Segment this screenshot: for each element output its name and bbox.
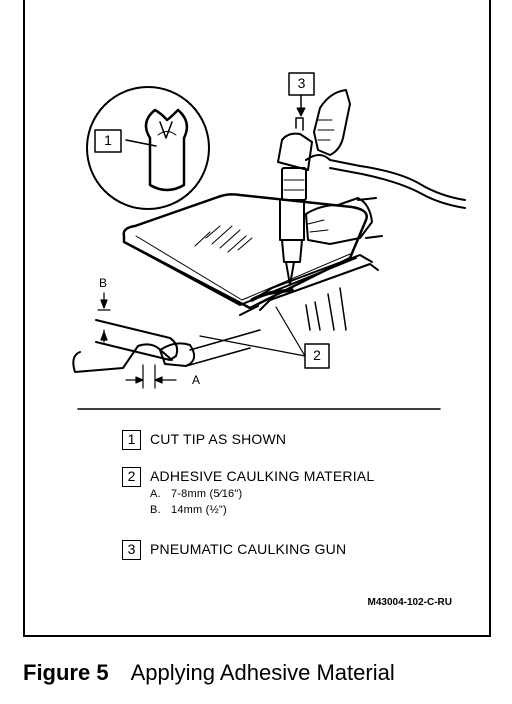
dimension-b-label: B — [99, 276, 108, 290]
callout-3-number: 3 — [297, 75, 306, 91]
reference-code: M43004-102-C-RU — [367, 597, 452, 608]
dimension-a-label: A — [192, 373, 201, 387]
legend-sub-key: B. — [150, 504, 161, 516]
nozzle-tip-detail — [86, 86, 210, 210]
legend-number-box: 1 — [122, 430, 141, 450]
figure-number: Figure 5 — [23, 660, 109, 685]
legend-item-1: 1 CUT TIP AS SHOWN — [122, 430, 286, 450]
callout-2-leader — [199, 306, 330, 369]
bead-cross-section — [72, 319, 261, 373]
upper-hand — [313, 89, 351, 156]
callout-1-number: 1 — [104, 132, 112, 148]
lower-hand — [305, 197, 383, 245]
callout-2-number: 2 — [313, 347, 321, 363]
dimension-a — [125, 364, 177, 389]
legend-sub-value: 14mm (½") — [171, 504, 227, 516]
windshield-glass — [122, 193, 368, 310]
figure-frame — [23, 0, 491, 637]
caulking-gun — [277, 117, 466, 286]
dimension-b — [97, 292, 111, 343]
figure-title: Applying Adhesive Material — [130, 660, 395, 685]
figure-caption: Figure 5 Applying Adhesive Material — [23, 660, 395, 686]
legend-item-2: 2 ADHESIVE CAULKING MATERIAL A. 7-8mm (5⁄… — [122, 467, 374, 518]
adhesive-bead — [250, 288, 294, 302]
legend-number-box: 3 — [122, 540, 141, 560]
legend-sub-list: A. 7-8mm (5⁄16") B. 14mm (½") — [150, 486, 374, 518]
legend-sub-value: 7-8mm (5⁄16") — [171, 488, 243, 500]
legend-label: CUT TIP AS SHOWN — [150, 431, 287, 447]
legend-sub-item-a: A. 7-8mm (5⁄16") — [150, 486, 374, 502]
legend-label-block: ADHESIVE CAULKING MATERIAL A. 7-8mm (5⁄16… — [150, 467, 374, 518]
callout-1-box — [94, 129, 122, 153]
legend-label: PNEUMATIC CAULKING GUN — [150, 541, 347, 557]
legend-sub-item-b: B. 14mm (½") — [150, 502, 374, 518]
legend-label: ADHESIVE CAULKING MATERIAL — [150, 468, 375, 484]
legend-sub-key: A. — [150, 488, 161, 500]
legend-number-box: 2 — [122, 467, 141, 487]
callout-3-leader — [288, 72, 315, 117]
legend-item-3: 3 PNEUMATIC CAULKING GUN — [122, 540, 346, 560]
